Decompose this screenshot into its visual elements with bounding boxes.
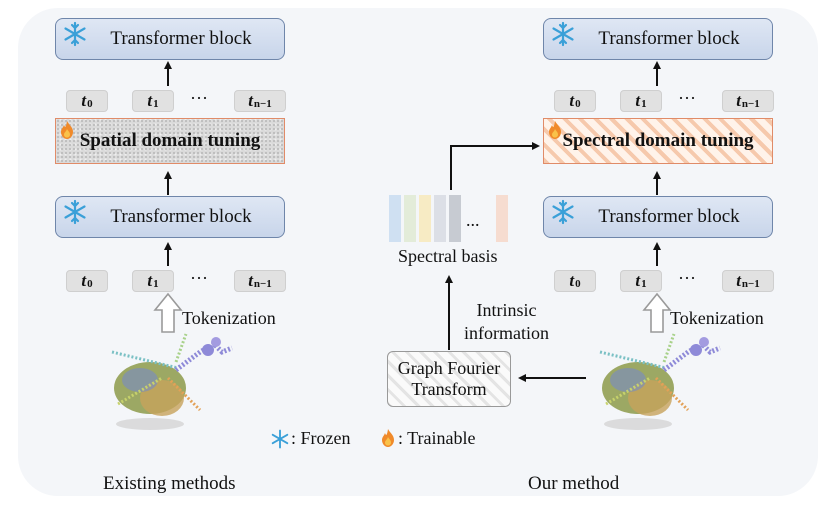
snowflake-icon (271, 429, 289, 449)
point-cloud-left (111, 333, 233, 430)
caption-our-method: Our method (528, 473, 620, 494)
tokenization-label-left: Tokenization (182, 308, 276, 328)
tokenization-arrow-left (153, 292, 183, 333)
token-ellipsis: ··· (190, 268, 208, 288)
legend-frozen-label: : Frozen (291, 428, 351, 448)
transformer-block-label: Transformer block (110, 28, 252, 49)
transformer-block-left-bottom: Transformer block (55, 196, 285, 238)
snowflake-icon (64, 21, 86, 47)
legend-trainable-label: : Trainable (398, 428, 476, 448)
caption-existing-methods: Existing methods (103, 473, 236, 494)
tokenization-label-right: Tokenization (670, 308, 764, 328)
graph-fourier-transform-box: Graph Fourier Transform (387, 351, 511, 407)
spectral-tuning-label: Spectral domain tuning (562, 130, 754, 151)
figure-background (18, 8, 818, 496)
spectral-basis-ellipsis: ... (466, 210, 480, 230)
snowflake-icon (64, 199, 86, 225)
token-ellipsis: ··· (678, 88, 696, 108)
arrow-basis-to-spectral-tuning (450, 142, 540, 190)
transformer-block-right-bottom: Transformer block (543, 196, 773, 238)
spatial-domain-tuning-block: Spatial domain tuning (55, 118, 285, 164)
spectral-basis-stripe (449, 195, 461, 242)
spatial-tuning-label: Spatial domain tuning (79, 130, 261, 151)
spectral-basis-stripe (419, 195, 431, 242)
snowflake-icon (552, 199, 574, 225)
spectral-basis-label: Spectral basis (398, 246, 498, 266)
token-ellipsis: ··· (678, 268, 696, 288)
spectral-basis-stripe (404, 195, 416, 242)
gft-label-line2: Transform (411, 379, 487, 399)
spectral-basis-stripe (496, 195, 508, 242)
point-cloud-right (599, 333, 721, 430)
spectral-basis-stripe (389, 195, 401, 242)
transformer-block-left-top: Transformer block (55, 18, 285, 60)
flame-icon (549, 121, 561, 139)
transformer-block-label: Transformer block (598, 28, 740, 49)
spectral-basis-stripe (434, 195, 446, 242)
flame-icon (61, 121, 73, 139)
gft-label-line1: Graph Fourier (397, 358, 501, 378)
snowflake-icon (552, 21, 574, 47)
transformer-block-label: Transformer block (598, 206, 740, 227)
intrinsic-information-label: Intrinsic information (464, 300, 549, 343)
token-ellipsis: ··· (190, 88, 208, 108)
transformer-block-right-top: Transformer block (543, 18, 773, 60)
tokenization-arrow-right (642, 292, 672, 333)
spectral-domain-tuning-block: Spectral domain tuning (543, 118, 773, 164)
flame-icon (382, 429, 394, 447)
transformer-block-label: Transformer block (110, 206, 252, 227)
